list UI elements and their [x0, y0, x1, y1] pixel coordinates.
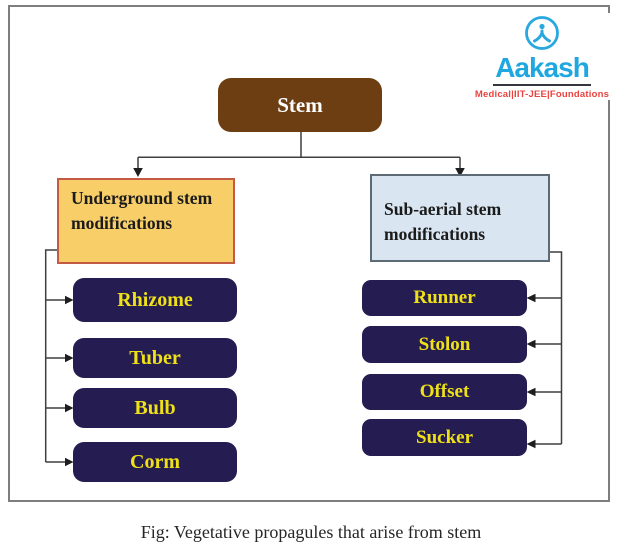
node-offset: Offset — [362, 374, 527, 410]
node-stolon: Stolon — [362, 326, 527, 363]
node-rhizome: Rhizome — [73, 278, 237, 322]
node-sucker: Sucker — [362, 419, 527, 456]
node-stem-label: Stem — [277, 92, 323, 117]
node-corm-label: Corm — [130, 450, 180, 473]
node-underground-category: Underground stem modifications — [57, 178, 235, 264]
aakash-tagline-text: Medical|IIT-JEE|Foundations — [474, 89, 610, 100]
node-underground-label: Underground stem modifications — [71, 188, 213, 233]
node-rhizome-label: Rhizome — [117, 288, 193, 311]
node-stem: Stem — [218, 78, 382, 132]
node-subaerial-category: Sub-aerial stem modifications — [370, 174, 550, 262]
arrowheads — [65, 168, 536, 467]
node-bulb: Bulb — [73, 388, 237, 428]
node-sucker-label: Sucker — [416, 426, 473, 448]
node-tuber: Tuber — [73, 338, 237, 378]
node-subaerial-label: Sub-aerial stem modifications — [384, 199, 502, 244]
node-stolon-label: Stolon — [418, 333, 471, 355]
node-bulb-label: Bulb — [134, 396, 176, 419]
connector-lines — [44, 132, 563, 463]
node-runner-label: Runner — [413, 287, 476, 308]
node-offset-label: Offset — [419, 381, 470, 402]
aakash-person-circle-icon — [525, 16, 559, 50]
node-runner: Runner — [362, 280, 527, 316]
aakash-logo: Aakash Medical|IIT-JEE|Foundations — [468, 13, 616, 100]
aakash-brand-text: Aakash — [493, 54, 591, 86]
figure-caption: Fig: Vegetative propagules that arise fr… — [140, 522, 482, 542]
node-corm: Corm — [73, 442, 237, 482]
node-tuber-label: Tuber — [129, 346, 181, 369]
